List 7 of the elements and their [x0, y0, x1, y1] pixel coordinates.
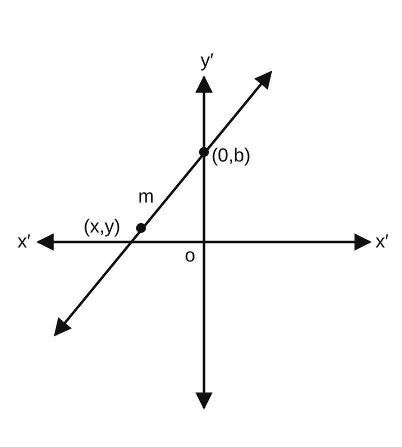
axis-label: o [184, 246, 196, 266]
axis-label: x′ [375, 232, 389, 252]
axis-label: (0,b) [211, 146, 251, 166]
axis-label: (x,y) [84, 218, 120, 236]
axis-label: m [138, 188, 154, 206]
axis-label: y′ [200, 52, 214, 70]
axis-label: x′ [17, 232, 31, 252]
